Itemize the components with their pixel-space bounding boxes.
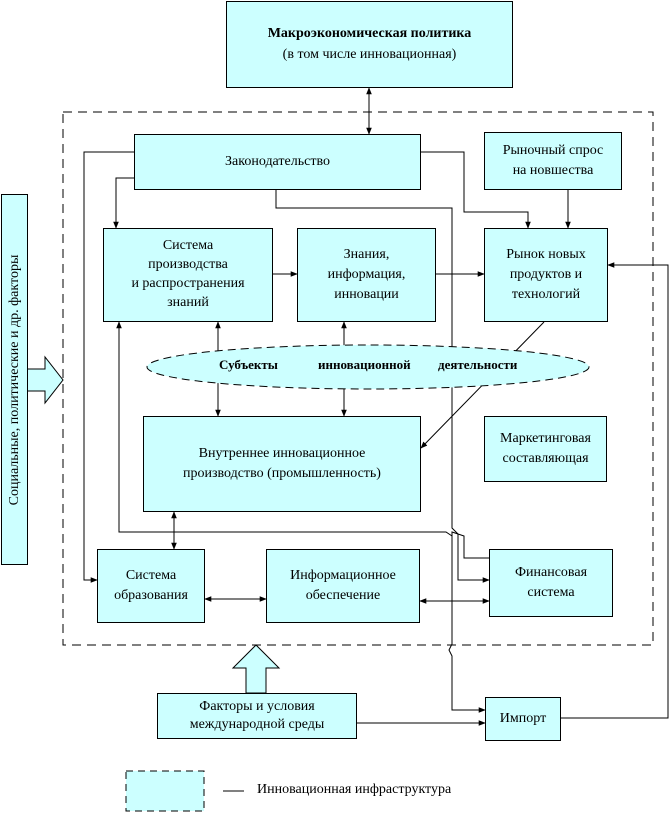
legislation-label: Законодательство <box>225 153 330 169</box>
marketing-line-1: Маркетинговая <box>500 430 591 446</box>
market-demand-line-2: на новшества <box>512 163 594 178</box>
macro-title: Макроэкономическая политика <box>267 26 472 42</box>
subjects-word-3: деятельности <box>438 357 518 372</box>
international-line-2: международной среды <box>189 717 325 732</box>
market-demand-box: Рыночный спрос на новшества <box>484 132 622 190</box>
info-line-2: обеспечение <box>305 588 381 603</box>
production-line-4: знаний <box>167 294 209 310</box>
production-line-1: Система <box>162 238 214 254</box>
international-line-1: Факторы и условия <box>199 698 315 714</box>
production-line-3: и распространения <box>131 276 245 291</box>
legislation-financial-link <box>275 190 490 583</box>
market-demand-line-1: Рыночный спрос <box>502 142 604 158</box>
legislation-import-link <box>448 534 486 713</box>
subjects-word-2: инновационной <box>318 357 411 372</box>
subjects-word-1: Субъекты <box>219 357 278 372</box>
knowledge-box: Знания, информация, инновации <box>297 228 436 322</box>
legislation-box: Законодательство <box>134 134 421 190</box>
info-line-1: Информационное <box>290 567 396 583</box>
legislation-market-link <box>420 151 531 229</box>
legend-label: Инновационная инфраструктура <box>257 782 452 797</box>
internal-line-1: Внутреннее инновационное <box>198 445 366 461</box>
production-system-box: Система производства и распространения з… <box>103 228 273 322</box>
knowledge-line-2: информация, <box>327 266 406 282</box>
education-box: Система образования <box>97 549 205 623</box>
international-box: Факторы и условия международной среды <box>157 693 357 739</box>
bottom-hollow-arrow <box>231 644 281 694</box>
market-new-line-1: Рынок новых <box>506 246 586 262</box>
knowledge-line-1: Знания, <box>343 246 390 262</box>
financial-line-2: система <box>527 585 575 600</box>
side-hollow-arrow <box>26 355 64 405</box>
market-new-box: Рынок новых продуктов и технологий <box>484 228 608 322</box>
knowledge-line-3: инновации <box>334 287 399 303</box>
legend-swatch <box>125 770 205 812</box>
subjects-ellipse <box>146 344 590 390</box>
side-factors-box: Социальные, политические и др. факторы <box>1 194 28 565</box>
marketing-line-2: составляющая <box>502 451 589 466</box>
marketing-box: Маркетинговая составляющая <box>484 416 607 482</box>
import-box: Импорт <box>485 697 561 741</box>
production-line-2: производства <box>148 257 228 273</box>
internal-line-2: производство (промышленность) <box>183 466 381 481</box>
market-new-line-2: продуктов и <box>509 266 583 282</box>
education-line-1: Система <box>125 567 177 583</box>
market-new-line-3: технологий <box>511 287 581 303</box>
education-line-2: образования <box>114 588 188 603</box>
financial-line-1: Финансовая <box>514 564 588 580</box>
infrastructure-frame <box>62 111 654 646</box>
import-market-link <box>561 262 669 719</box>
info-support-box: Информационное обеспечение <box>266 549 420 623</box>
side-factors-label: Социальные, политические и др. факторы <box>6 254 22 505</box>
macro-subtitle: (в том числе инновационная) <box>282 46 457 62</box>
internal-production-box: Внутреннее инновационное производство (п… <box>143 416 421 512</box>
legislation-education-link <box>83 151 134 583</box>
macro-policy-box: Макроэкономическая политика (в том числе… <box>226 1 513 88</box>
import-label: Импорт <box>499 710 547 726</box>
legislation-production-link <box>113 177 134 229</box>
financial-box: Финансовая система <box>489 549 613 617</box>
